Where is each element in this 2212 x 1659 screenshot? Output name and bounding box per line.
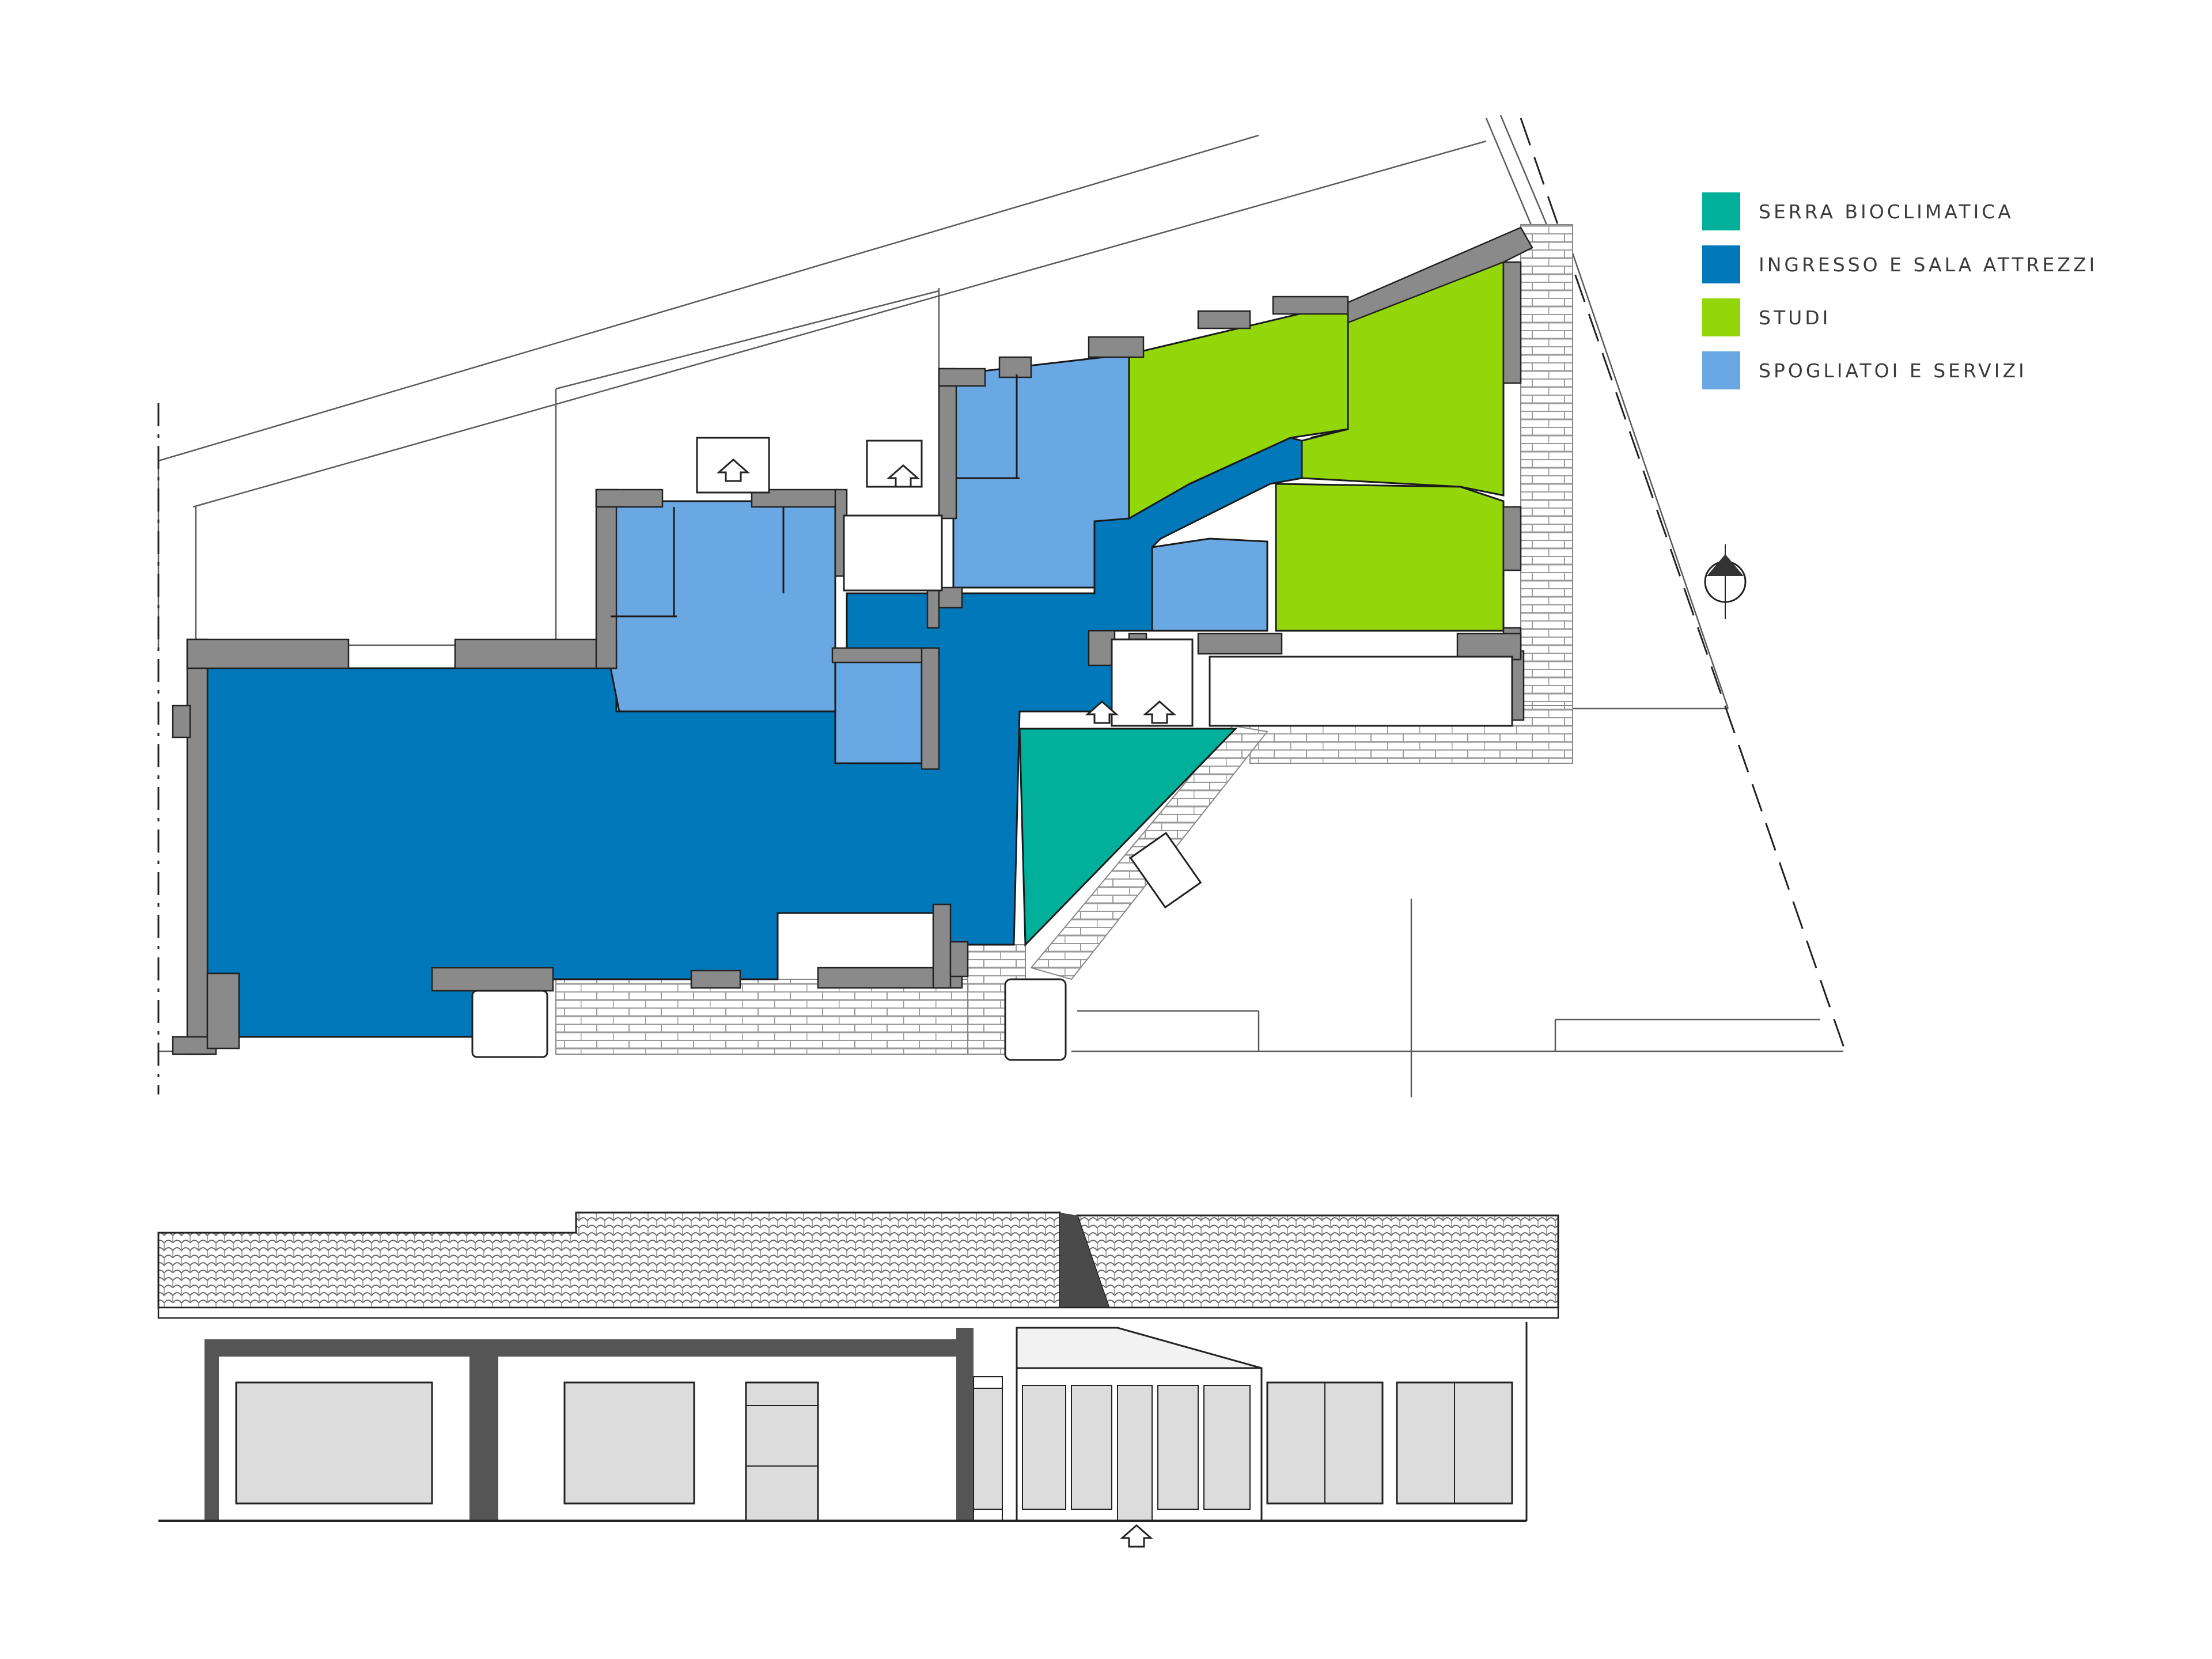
roof-right [1075,1214,1559,1309]
axis-lines [157,118,1847,1094]
walls [172,226,1533,1055]
floor-plan-zones [206,261,1505,1038]
north-arrow-icon [1704,544,1747,619]
legend-label: STUDI [1759,306,1831,329]
legend-item-studi: STUDI [1702,297,2097,338]
zone-studi-3 [1275,483,1505,632]
legend-swatch [1702,351,1740,389]
legend-item-serra: SERRA BIOCLIMATICA [1702,191,2097,232]
brick-paving [555,224,1573,1055]
legend-swatch [1702,298,1740,336]
zone-spogliatoi-4 [1151,537,1268,632]
service-blocks [471,437,1513,1061]
legend-swatch [1702,245,1740,283]
roof-left [157,1211,1061,1309]
site-context-lines [157,115,1843,1097]
legend-item-ingresso: INGRESSO E SALA ATTREZZI [1702,244,2097,285]
entrance-arrow-icons [717,459,1176,1548]
roof-gap [1060,1213,1109,1308]
zone-spogliatoi-1 [609,500,836,713]
zone-serra-bioclimatica [1018,728,1238,947]
legend-label: INGRESSO E SALA ATTREZZI [1759,253,2098,276]
zone-spogliatoi-2 [834,658,923,764]
legend-label: SERRA BIOCLIMATICA [1759,200,2014,223]
legend: SERRA BIOCLIMATICA INGRESSO E SALA ATTRE… [1702,191,2097,403]
legend-swatch [1702,192,1740,230]
partitions [611,374,1349,618]
legend-item-spogliatoi: SPOGLIATOI E SERVIZI [1702,350,2097,391]
elevation [157,1211,1559,1522]
legend-label: SPOGLIATOI E SERVIZI [1759,359,2027,382]
